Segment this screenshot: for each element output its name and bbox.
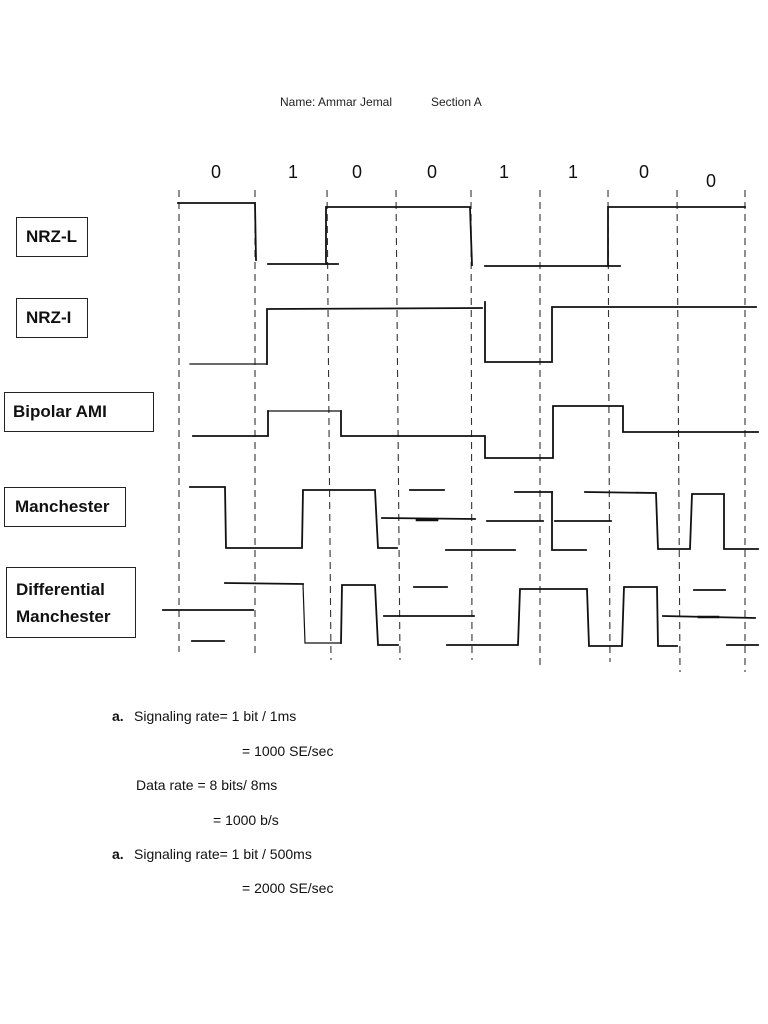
nrz-i-signal [484,301,757,363]
manchester-signal [551,491,587,551]
student-name: Name: Ammar Jemal [280,95,393,109]
label-nrz-i-text: NRZ-I [26,308,72,327]
nrz-l-signal [177,202,257,261]
calc-marker-1: a. [112,708,124,724]
label-diffman-line2: Manchester [16,606,111,626]
diff-manchester-signal [446,586,678,647]
section-label: Section A [431,95,482,109]
label-diffman-line1: Differential [16,579,105,599]
ami-signal [192,410,269,437]
calc-signaling-result-1: = 1000 SE/sec [242,743,334,759]
calc-signaling-rate-2-text: Signaling rate= 1 bit / 500ms [134,846,312,862]
bit-2: 0 [351,162,363,182]
boundary-line [676,189,681,673]
label-nrz-i: NRZ-I [16,298,88,338]
manchester-signal [189,486,398,549]
nrz-l-signal [325,206,473,266]
bit-1: 1 [287,162,299,182]
bit-boundary-lines [178,189,746,673]
label-manchester-text: Manchester [15,497,110,516]
boundary-line [470,189,473,661]
bit-3: 0 [426,162,438,182]
label-manchester: Manchester [4,487,126,527]
boundary-line [395,189,401,661]
calc-signaling-rate-1: a. Signaling rate= 1 bit / 1ms [112,708,296,724]
calc-signaling-result-2: = 2000 SE/sec [242,880,334,896]
nrz-l-signal [607,206,746,267]
calc-signaling-rate-1-text: Signaling rate= 1 bit / 1ms [134,708,297,724]
label-nrz-l: NRZ-L [16,217,88,257]
label-differential-manchester: Differential Manchester [6,567,136,638]
diff-manchester-signal [302,583,342,644]
bit-6: 0 [638,162,650,182]
manchester-segment [381,517,476,520]
bit-7: 0 [705,171,717,191]
bit-5: 1 [567,162,579,182]
bit-0: 0 [210,162,222,182]
calc-data-rate: Data rate = 8 bits/ 8ms [136,777,278,793]
label-bipolar-ami-text: Bipolar AMI [13,402,107,421]
calc-data-result: = 1000 b/s [213,812,279,828]
ami-signal [340,405,759,459]
diff-manchester-segment [224,582,304,585]
boundary-line [326,189,332,661]
diff-manchester-signal [340,584,399,646]
bit-4: 1 [498,162,510,182]
manchester-signal [584,491,759,550]
signal-diagram [162,189,759,673]
boundary-line [607,189,611,663]
calc-signaling-rate-2: a. Signaling rate= 1 bit / 500ms [112,846,312,862]
calc-marker-2: a. [112,846,124,862]
nrz-i-signal [266,307,483,365]
label-nrz-l-text: NRZ-L [26,227,77,246]
label-bipolar-ami: Bipolar AMI [4,392,154,432]
